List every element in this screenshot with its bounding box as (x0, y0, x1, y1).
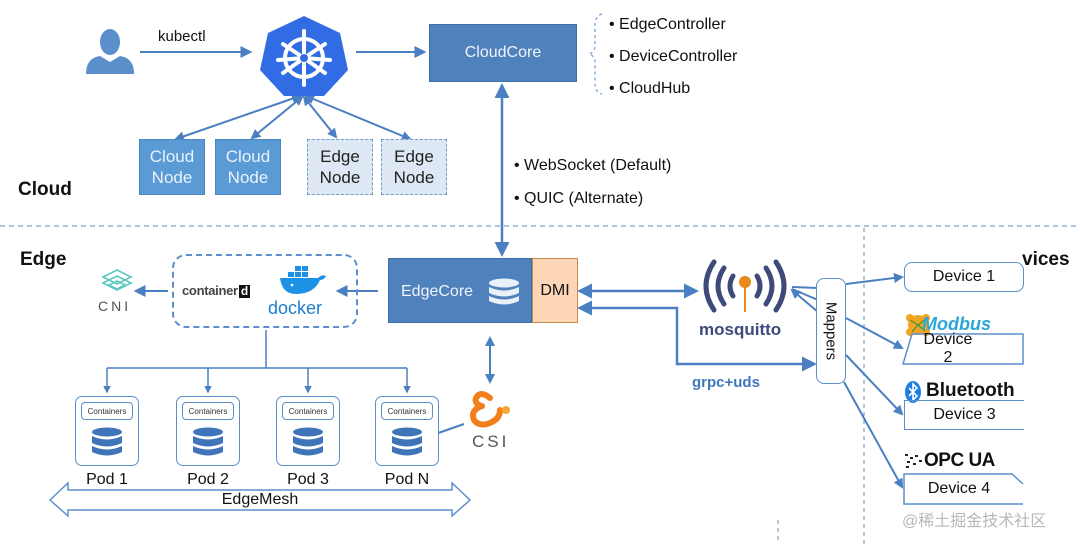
kubectl-label: kubectl (158, 28, 206, 45)
pod-database-icon (193, 427, 223, 456)
pod-containers-label: Containers (381, 402, 433, 420)
mappers-device2-arrow (845, 317, 904, 349)
pod-2-label: Pod 2 (187, 471, 229, 488)
edge-node-1[interactable]: Edge Node (307, 139, 373, 195)
pod-3[interactable]: Containers (276, 396, 340, 466)
edge-section-label: Edge (20, 249, 67, 270)
k8s-node1-arrow (174, 93, 302, 142)
pod-database-icon (92, 427, 122, 456)
mappers-device1-arrow (845, 273, 904, 285)
pod-n-label: Pod N (384, 471, 430, 488)
mappers-mosquitto-line-3 (790, 288, 819, 313)
cloud-node-2[interactable]: Cloud Node (215, 139, 281, 195)
mappers-device4-arrow (843, 381, 903, 489)
opcua-label: OPC UA (924, 450, 995, 471)
mappers-label: Mappers (822, 301, 840, 361)
mosquitto-label: mosquitto (699, 320, 782, 339)
edge-node-2[interactable]: Edge Node (381, 139, 447, 195)
pod-1[interactable]: Containers (75, 396, 139, 466)
mosquitto-logo-icon[interactable] (700, 258, 790, 314)
dmi-box[interactable]: DMI (532, 258, 578, 323)
k8s-node4-arrow (304, 94, 412, 141)
pod-database-icon (392, 427, 422, 456)
pod-containers-label: Containers (81, 402, 133, 420)
docker-label: docker (268, 298, 323, 318)
containerd-label: container (182, 283, 238, 298)
user-icon (86, 29, 134, 74)
pod-2[interactable]: Containers (176, 396, 240, 466)
cloudcore-component-cloudhub: • CloudHub (609, 80, 691, 97)
mappers-box[interactable]: Mappers (816, 278, 846, 384)
pod-containers-label: Containers (282, 402, 334, 420)
kubernetes-logo-icon[interactable] (258, 14, 350, 98)
device-2-label: Device 2 (923, 331, 973, 366)
device-3[interactable]: Device 3 (904, 400, 1024, 430)
container-runtime-group[interactable] (172, 254, 358, 328)
protocol-websocket: • WebSocket (Default) (514, 157, 672, 174)
pod-database-icon (293, 427, 323, 456)
docker-whale-icon (280, 266, 326, 294)
pod-n[interactable]: Containers (375, 396, 439, 466)
csi-label: CSI (472, 432, 510, 451)
cni-label: CNI (98, 298, 132, 314)
database-icon (489, 278, 519, 305)
pod-containers-label: Containers (182, 402, 234, 420)
devices-section-label: vices (1022, 249, 1070, 270)
mappers-device3-arrow (845, 354, 904, 416)
opcua-dots-icon (905, 454, 922, 468)
device-2[interactable]: Device 2 (908, 330, 988, 368)
protocol-quic: • QUIC (Alternate) (514, 190, 644, 207)
cloud-node-1[interactable]: Cloud Node (139, 139, 205, 195)
cloudcore-component-edgecontroller: • EdgeController (609, 16, 726, 33)
cloudcore-box[interactable]: CloudCore (429, 24, 577, 82)
edgemesh-arrow (48, 481, 472, 518)
csi-logo-icon[interactable] (466, 388, 516, 428)
modbus-label: Modbus (922, 314, 991, 334)
edgecore-box[interactable]: EdgeCore (388, 258, 532, 323)
containerd-badge: d (238, 284, 250, 298)
device-2-shape (902, 333, 1024, 365)
cni-logo-icon (101, 269, 133, 291)
edgemesh-label: EdgeMesh (221, 491, 299, 508)
mappers-mosquitto-line-1 (791, 286, 819, 289)
pod-1-label: Pod 1 (86, 471, 128, 488)
dmi-mappers-grpc-arrow (577, 300, 817, 372)
bluetooth-label: Bluetooth (926, 380, 1015, 401)
edgecore-label: EdgeCore (401, 283, 474, 300)
k8s-node3-arrow (302, 95, 338, 139)
components-brace (587, 13, 603, 95)
device-1[interactable]: Device 1 (904, 262, 1024, 292)
cloudcore-component-devicecontroller: • DeviceController (609, 48, 738, 65)
cloud-section-label: Cloud (18, 179, 72, 200)
pod-3-label: Pod 3 (287, 471, 329, 488)
device-4[interactable]: Device 4 (927, 480, 991, 497)
grpc-uds-label: grpc+uds (692, 374, 760, 391)
k8s-node2-arrow (250, 95, 304, 140)
bluetooth-icon (905, 381, 921, 403)
watermark: @稀土掘金技术社区 (902, 513, 1047, 530)
device-4-shape (903, 473, 1024, 505)
